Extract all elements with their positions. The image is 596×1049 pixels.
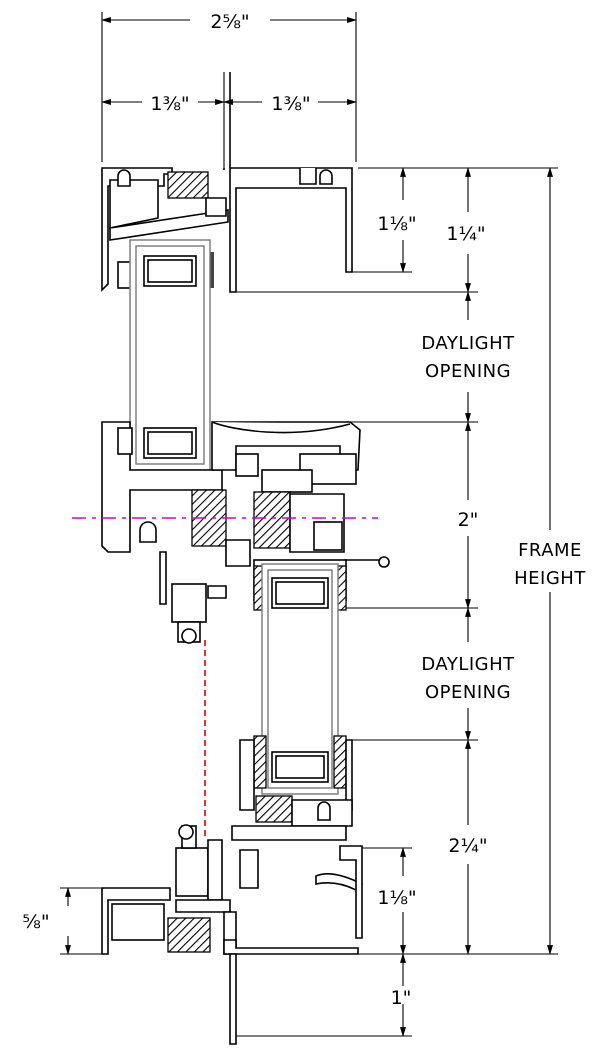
head-1-1-8-dimension: 1⅛" [377, 213, 416, 235]
meeting-weatherstrip-right [253, 491, 291, 549]
left-dimension: ⅝" [22, 887, 104, 955]
lower-sash [239, 559, 353, 811]
top-dimensions: 2⅝" 1⅜" 1⅜" [101, 11, 357, 168]
sill-1-1-8-dimension: 1⅛" [377, 887, 416, 909]
upper-daylight-label-line1: DAYLIGHT [421, 333, 515, 354]
balance-assembly [159, 551, 227, 901]
frame-height-label-line2: HEIGHT [514, 568, 586, 589]
meeting-rail-2-dimension: 2" [458, 509, 479, 531]
upper-sash [129, 239, 211, 471]
head-frame [101, 167, 353, 293]
head-1-1-4-dimension: 1¼" [446, 223, 485, 245]
sill-frame [101, 795, 364, 1045]
sill-extension-leg [229, 953, 237, 1045]
right-depth-dimension: 1⅜" [271, 93, 310, 115]
lower-daylight-label-line2: OPENING [425, 682, 511, 703]
sill-weatherstrip-lower [167, 917, 211, 953]
frame-height-label-line1: FRAME [518, 540, 582, 561]
sill-weatherstrip-upper [255, 795, 293, 823]
meeting-rail [72, 421, 390, 568]
left-depth-dimension: 1⅜" [150, 93, 189, 115]
upper-daylight-label-line2: OPENING [425, 361, 511, 382]
sill-1-extension-dimension: 1" [391, 987, 412, 1009]
frame-webs [223, 72, 231, 170]
sash-lock-knob [378, 556, 390, 568]
overall-width-dimension: 2⅝" [210, 11, 249, 33]
sill-2-1-4-dimension: 2¼" [448, 835, 487, 857]
lower-daylight-label-line1: DAYLIGHT [421, 654, 515, 675]
head-weatherstrip [167, 171, 209, 199]
sill-5-8-dimension: ⅝" [22, 911, 49, 933]
